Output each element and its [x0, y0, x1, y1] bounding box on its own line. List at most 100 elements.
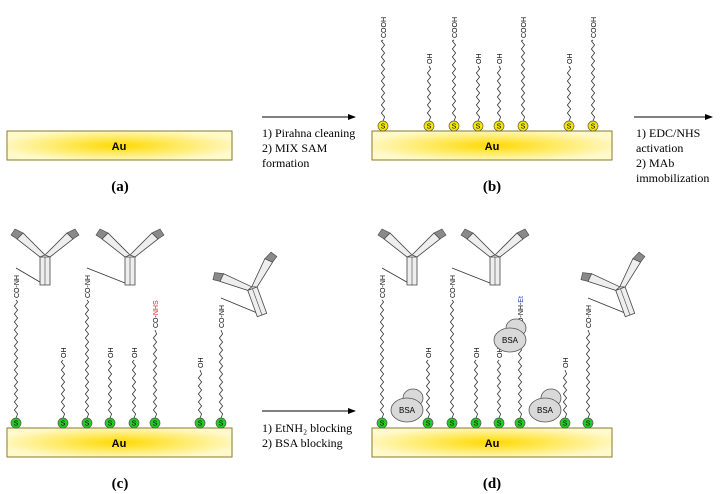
alkyl-chain: [197, 369, 203, 419]
thiol-circle: [149, 417, 161, 429]
bsa-protein: BSA: [390, 388, 424, 423]
oh-group: OH: [476, 54, 483, 65]
antibody-right-tip: [151, 228, 165, 240]
oh-group: OH: [198, 358, 205, 369]
alkyl-chain: [218, 329, 224, 419]
antibody-tether: [451, 267, 496, 286]
co-prefix: CO-: [153, 315, 160, 329]
antibody-left-tip: [580, 272, 592, 282]
bsa-lobe-main: [528, 397, 562, 423]
thiol-circle: [422, 417, 434, 429]
thiol-label: S: [591, 124, 596, 131]
bsa-protein: BSA: [528, 388, 562, 423]
alkyl-chain: [380, 39, 386, 122]
gold-substrate: [371, 130, 613, 161]
alkyl-chain: [152, 329, 158, 419]
amide-linkage: CO-NH: [219, 305, 226, 328]
antibody-tether: [587, 297, 631, 316]
panel-label-c: (c): [112, 476, 129, 492]
thiol-label: S: [198, 421, 203, 428]
oh-group: OH: [108, 348, 115, 359]
antibody: [460, 228, 530, 286]
thiol-label: S: [132, 421, 137, 428]
antibody: [95, 228, 165, 286]
thiol-circle: [582, 417, 594, 429]
alkyl-chain: [520, 39, 526, 122]
antibody-right-tip: [264, 251, 278, 263]
alkyl-chain: [566, 65, 572, 122]
step-arrow-1: 1) Pirahna cleaning 2) MIX SAM formation: [262, 114, 356, 170]
antibody-right-tip: [632, 251, 646, 263]
antibody-right-arm: [129, 232, 159, 258]
thiol-label: S: [476, 124, 481, 131]
oh-group: OH: [61, 348, 68, 359]
thiol-circle: [493, 417, 505, 429]
gold-substrate: [371, 427, 613, 458]
step-arrow-2: 1) EDC/NHS activation 2) MAb immobilizat…: [634, 114, 713, 185]
thiol-anchor: S: [446, 417, 458, 429]
thiol-anchor: S: [104, 417, 116, 429]
thiol-anchor: S: [10, 417, 22, 429]
thiol-label: S: [61, 421, 66, 428]
antibody-tether: [220, 297, 263, 316]
thiol-anchor: S: [493, 417, 505, 429]
substrate-label: Au: [112, 438, 127, 450]
antibody: [212, 251, 278, 318]
panel-a: Au (a): [6, 130, 233, 195]
alkyl-chain: [84, 299, 90, 419]
oh-group: OH: [563, 358, 570, 369]
thiol-anchor: S: [587, 120, 599, 132]
bsa-label: BSA: [537, 406, 554, 415]
antibody-right-arm: [494, 232, 524, 258]
antibody-left-arm: [101, 232, 131, 258]
thiol-label: S: [427, 124, 432, 131]
alkyl-chain: [449, 299, 455, 419]
thiol-anchor: S: [514, 417, 526, 429]
thiol-label: S: [380, 421, 385, 428]
thiol-anchor: S: [128, 417, 140, 429]
thiol-anchor: S: [423, 120, 435, 132]
thiol-circle: [514, 417, 526, 429]
step2-line-2: activation: [636, 141, 683, 155]
thiol-label: S: [450, 421, 455, 428]
thiol-anchor: S: [81, 417, 93, 429]
substrate-label: Au: [485, 141, 500, 153]
amide-linkage: CO-NH: [85, 275, 92, 298]
antibody-left-arm: [219, 273, 253, 291]
thiol-label: S: [563, 421, 568, 428]
thiol-anchor: S: [149, 417, 161, 429]
alkyl-chain: [426, 65, 432, 122]
panel-c: Au (c) CO-NHSOHSCO-NHSOHSOHSCO-NHSSOHSCO…: [6, 228, 278, 492]
thiol-circle: [559, 417, 571, 429]
bsa-protein: BSA: [493, 318, 527, 353]
antibody-stem-divider: [620, 288, 631, 316]
thiol-label: S: [426, 421, 431, 428]
thiol-label: S: [85, 421, 90, 428]
oh-group: OH: [474, 348, 481, 359]
thiol-circle: [215, 417, 227, 429]
oh-group: OH: [427, 54, 434, 65]
thiol-anchor: S: [377, 120, 389, 132]
nhs-ester-group: CO-NHS: [153, 300, 160, 328]
thiol-circle: [493, 120, 505, 132]
alkyl-chain: [496, 359, 502, 419]
thiol-label: S: [474, 421, 479, 428]
thiol-label: S: [518, 421, 523, 428]
cooh-group: COOH: [521, 17, 528, 38]
alkyl-chain: [425, 359, 431, 419]
cooh-group: COOH: [381, 17, 388, 38]
bsa-label: BSA: [502, 336, 519, 345]
antibody-left-tip: [95, 228, 109, 240]
thiol-circle: [104, 417, 116, 429]
antibody-left-arm: [383, 232, 413, 258]
alkyl-chain: [379, 299, 385, 419]
thiol-label: S: [381, 124, 386, 131]
thiol-circle: [472, 120, 484, 132]
antibody-left-tip: [460, 228, 474, 240]
panel-d: Au (d) CO-NHSOHSCO-NHSOHSOHSCO-NH-EtSOHS…: [371, 228, 646, 492]
thiol-label: S: [497, 421, 502, 428]
thiol-label: S: [521, 124, 526, 131]
thiol-circle: [563, 120, 575, 132]
antibody-tether: [86, 267, 131, 286]
cooh-group: COOH: [591, 17, 598, 38]
